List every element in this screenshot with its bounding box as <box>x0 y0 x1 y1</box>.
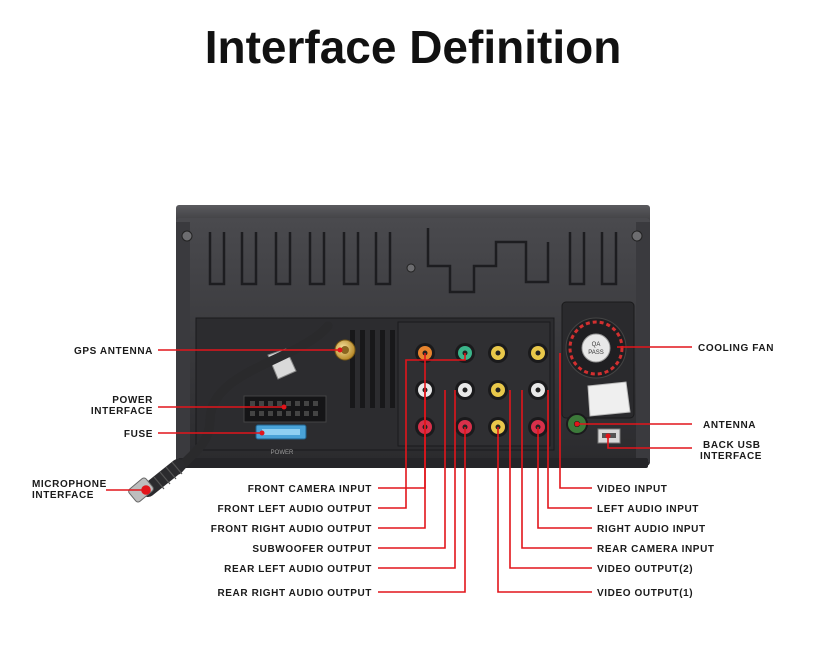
label-front-right-audio-output: FRONT RIGHT AUDIO OUTPUT <box>211 524 372 535</box>
screw <box>631 230 643 242</box>
label-video-output-1: VIDEO OUTPUT(1) <box>597 588 693 599</box>
fuse-element <box>262 429 300 435</box>
label-power-interface-2: INTERFACE <box>91 406 153 417</box>
label-rear-left-audio-output: REAR LEFT AUDIO OUTPUT <box>224 564 372 575</box>
label-gps-antenna: GPS ANTENNA <box>74 346 153 357</box>
pointer-lines <box>106 346 692 593</box>
callout-labels: GPS ANTENNA POWER INTERFACE FUSE MICROPH… <box>32 343 774 599</box>
label-cooling-fan: COOLING FAN <box>698 343 774 354</box>
power-pins <box>250 401 318 416</box>
qa-sticker <box>581 333 611 363</box>
label-left-audio-input: LEFT AUDIO INPUT <box>597 504 699 515</box>
label-rear-camera-input: REAR CAMERA INPUT <box>597 544 715 555</box>
rca-video-input <box>528 343 548 363</box>
label-antenna: ANTENNA <box>703 420 756 431</box>
rca-rear-camera-input <box>488 380 508 400</box>
rca-left-audio-input <box>528 380 548 400</box>
label-right-audio-input: RIGHT AUDIO INPUT <box>597 524 706 535</box>
label-microphone-1: MICROPHONE <box>32 479 107 490</box>
qa-text: QA <box>592 342 601 348</box>
label-back-usb-1: BACK USB <box>703 440 761 451</box>
right-flange <box>636 222 650 462</box>
label-subwoofer-output: SUBWOOFER OUTPUT <box>252 544 372 555</box>
label-video-output-2: VIDEO OUTPUT(2) <box>597 564 693 575</box>
label-power-interface-1: POWER <box>112 395 153 406</box>
head-unit: POWER QA PASS <box>173 205 650 475</box>
vent-slots <box>350 330 395 408</box>
bottom-rail <box>178 458 648 468</box>
label-rear-right-audio-output: REAR RIGHT AUDIO OUTPUT <box>217 588 372 599</box>
power-silk-label: POWER <box>271 450 294 456</box>
serial-sticker <box>587 381 631 417</box>
gps-connector-pin <box>341 346 349 354</box>
screw <box>181 230 193 242</box>
power-cable <box>173 321 333 475</box>
rca-video-output-1-top <box>488 343 508 363</box>
label-microphone-2: INTERFACE <box>32 490 94 501</box>
fan-ring <box>568 320 624 376</box>
left-flange <box>176 222 190 462</box>
heat-fins <box>208 228 618 294</box>
page-title: Interface Definition <box>204 21 622 73</box>
screw <box>406 263 416 273</box>
label-back-usb-2: INTERFACE <box>700 451 762 462</box>
label-front-camera-input: FRONT CAMERA INPUT <box>248 484 372 495</box>
pass-text: PASS <box>588 350 604 356</box>
label-fuse: FUSE <box>124 429 153 440</box>
label-video-input: VIDEO INPUT <box>597 484 668 495</box>
microphone-plug <box>128 459 185 503</box>
label-front-left-audio-output: FRONT LEFT AUDIO OUTPUT <box>217 504 372 515</box>
rca-subwoofer <box>455 380 475 400</box>
